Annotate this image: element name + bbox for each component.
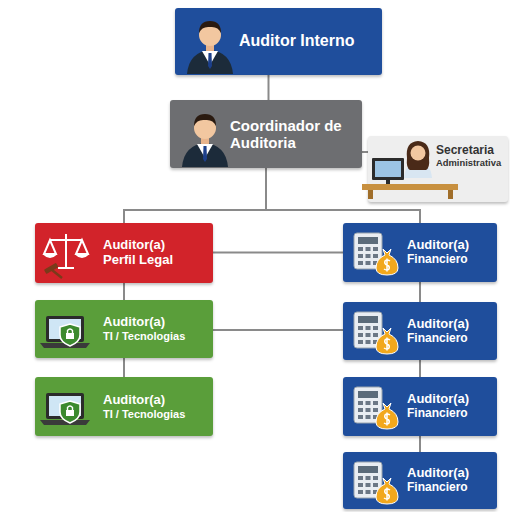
org-connector xyxy=(123,358,125,377)
org-connector xyxy=(419,282,421,302)
box-title: Auditor(a) xyxy=(103,238,207,253)
box-title: Auditor(a) xyxy=(407,317,491,332)
financial-auditor-box: Auditor(a)Financiero xyxy=(343,377,497,436)
secretary-box: SecretariaAdministrativa xyxy=(368,136,508,202)
org-connector xyxy=(419,436,421,452)
person-icon xyxy=(187,21,233,74)
secretary-illustration xyxy=(362,141,458,199)
box-title: Auditor Interno xyxy=(239,32,376,50)
box-subtitle: Financiero xyxy=(407,407,491,421)
box-subtitle: TI / Tecnologias xyxy=(103,330,207,343)
org-connector xyxy=(213,329,343,331)
org-connector xyxy=(124,168,266,223)
head-box: Auditor Interno xyxy=(175,8,382,75)
scale-icon xyxy=(44,234,88,268)
org-connector xyxy=(419,360,421,377)
calculator-icon xyxy=(354,312,398,354)
box-title: Coordinador de Auditoria xyxy=(230,117,356,152)
laptop-icon xyxy=(40,316,90,348)
it-auditor-box: Auditor(a)TI / Tecnologias xyxy=(35,300,213,358)
calculator-icon xyxy=(354,462,398,504)
financial-auditor-box: Auditor(a)Financiero xyxy=(343,302,497,360)
gavel-icon xyxy=(44,263,62,278)
org-connector xyxy=(268,75,270,100)
box-title: Auditor(a) xyxy=(407,466,491,481)
box-title: Auditor(a) xyxy=(103,315,207,330)
person-icon xyxy=(182,114,228,167)
box-title: Secretaria xyxy=(436,144,502,158)
org-connector xyxy=(213,252,343,254)
calculator-icon xyxy=(354,233,398,275)
it-auditor-box: Auditor(a)TI / Tecnologias xyxy=(35,377,213,436)
box-subtitle: Financiero xyxy=(407,481,491,495)
box-subtitle: TI / Tecnologias xyxy=(103,408,207,421)
box-title: Auditor(a) xyxy=(103,393,207,408)
legal-auditor-box: Auditor(a)Perfil Legal xyxy=(35,223,213,283)
coordinator-box: Coordinador de Auditoria xyxy=(170,100,362,168)
box-subtitle: Financiero xyxy=(407,332,491,346)
box-title: Auditor(a) xyxy=(407,238,491,253)
box-subtitle: Administrativa xyxy=(436,158,502,169)
laptop-icon xyxy=(40,393,90,425)
box-title: Auditor(a) xyxy=(407,392,491,407)
financial-auditor-box: Auditor(a)Financiero xyxy=(343,223,497,282)
calculator-icon xyxy=(354,387,398,429)
box-subtitle: Financiero xyxy=(407,253,491,267)
box-subtitle: Perfil Legal xyxy=(103,253,207,268)
financial-auditor-box: Auditor(a)Financiero xyxy=(343,452,497,509)
org-connector xyxy=(123,283,125,300)
